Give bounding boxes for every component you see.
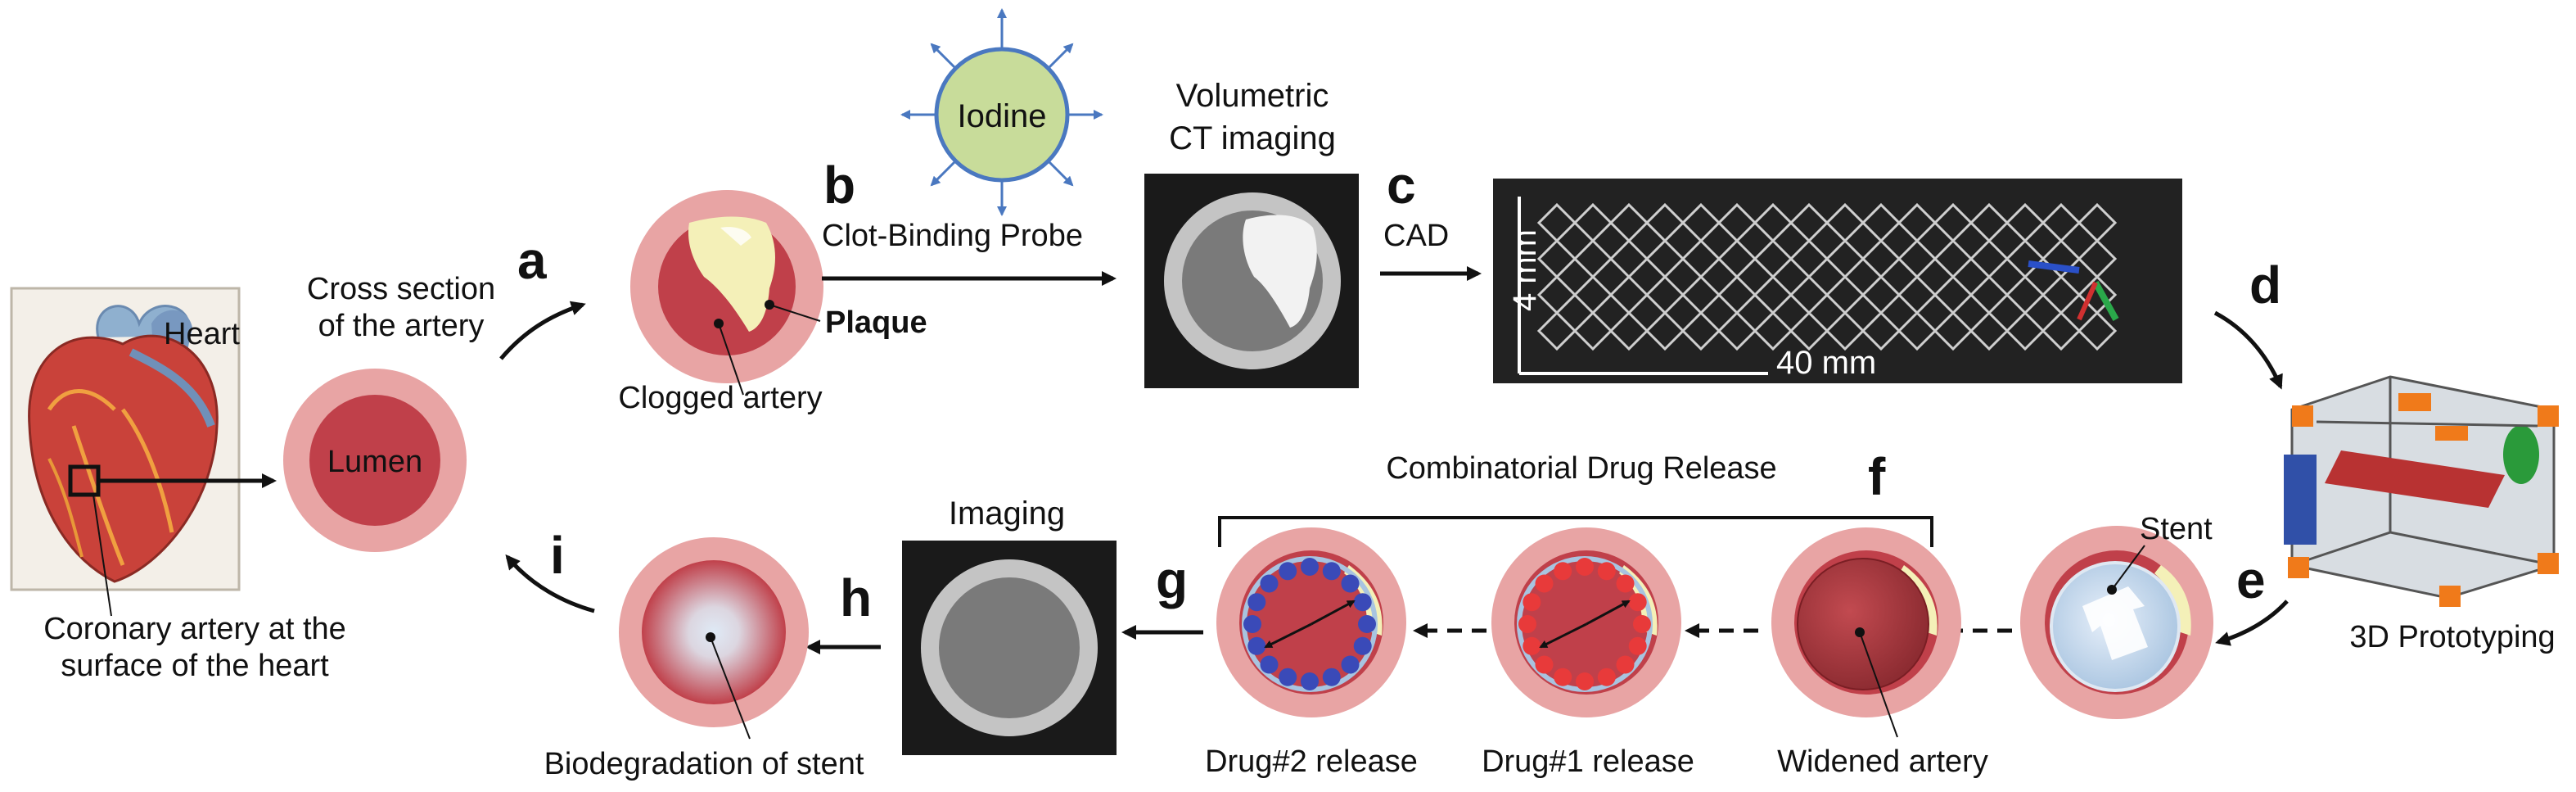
cad-height-dimension: 4 mm	[1507, 229, 1543, 311]
step-d-letter: d	[2249, 256, 2281, 315]
drug2-particle	[1322, 668, 1341, 686]
arrow-e	[2215, 600, 2289, 646]
heart-caption-line2: surface of the heart	[61, 649, 329, 683]
step-h-letter: h	[840, 568, 872, 627]
drug1-particle	[1554, 668, 1572, 686]
drug1-particle	[1523, 593, 1541, 612]
step-a-line1: Cross section	[307, 272, 495, 306]
drug1-caption: Drug#1 release	[1482, 744, 1694, 779]
step-f-letter: f	[1868, 447, 1886, 506]
biodegradation-cross-section	[619, 537, 809, 740]
3d-printer-illustration	[2284, 375, 2559, 607]
drug1-release-cross-section	[1491, 527, 1681, 717]
stent-deployed-cross-section	[2020, 526, 2213, 719]
drug1-particle	[1518, 615, 1536, 633]
drug1-particle	[1597, 668, 1616, 686]
drug2-particle	[1243, 615, 1261, 633]
drug2-particle	[1260, 574, 1279, 593]
drug1-particle	[1554, 562, 1572, 581]
cad-stent-model	[1493, 179, 2182, 383]
printer-caption: 3D Prototyping	[2349, 620, 2555, 654]
step-i-letter: i	[550, 526, 565, 585]
drug2-particle	[1358, 615, 1376, 633]
drug2-particle	[1247, 636, 1266, 655]
imaging-title: Imaging	[949, 496, 1065, 532]
drug2-particle	[1353, 636, 1372, 655]
arrow-d	[2213, 310, 2283, 390]
drug2-release-cross-section	[1216, 527, 1406, 717]
coronary-leader-line	[92, 494, 112, 617]
lumen-label: Lumen	[327, 445, 422, 479]
combinatorial-bracket	[1218, 516, 1933, 547]
drug2-particle	[1247, 593, 1266, 612]
step-b-label: Clot-Binding Probe	[822, 219, 1083, 253]
drug2-particle	[1260, 655, 1279, 674]
drug2-particle	[1341, 655, 1360, 674]
heart-label: Heart	[164, 317, 240, 351]
cad-length-dimension: 40 mm	[1776, 345, 1876, 381]
drug1-particle	[1616, 655, 1635, 674]
stent-label: Stent	[2140, 512, 2213, 546]
widened-artery-cross-section	[1771, 527, 1961, 738]
plaque-label: Plaque	[825, 305, 927, 340]
drug2-particle	[1301, 672, 1319, 690]
step-a-letter: a	[517, 231, 547, 290]
ct-image-panel	[1144, 174, 1359, 388]
drug1-particle	[1628, 593, 1647, 612]
drug2-particle	[1301, 558, 1319, 576]
iodine-label: Iodine	[958, 98, 1047, 134]
iodine-probe: Iodine	[900, 8, 1103, 216]
drug2-particle	[1353, 593, 1372, 612]
combinatorial-title: Combinatorial Drug Release	[1386, 451, 1776, 486]
heart-caption-line1: Coronary artery at the	[43, 612, 346, 646]
drug2-caption: Drug#2 release	[1205, 744, 1418, 779]
stent-lattice-mesh	[1536, 202, 2118, 351]
heart-illustration: Heart	[10, 287, 277, 617]
drug1-particle	[1523, 636, 1541, 655]
widened-caption: Widened artery	[1777, 744, 1988, 779]
step-b-letter: b	[823, 156, 855, 215]
arrow-i	[505, 554, 595, 613]
step-c-letter: c	[1387, 156, 1416, 215]
biodeg-caption: Biodegradation of stent	[544, 747, 864, 781]
drug2-particle	[1322, 562, 1341, 581]
step-a-line2: of the artery	[318, 309, 485, 343]
drug2-particle	[1341, 574, 1360, 593]
clogged-artery	[630, 190, 823, 396]
drug1-particle	[1633, 615, 1651, 633]
drug1-particle	[1576, 558, 1594, 576]
step-c-label: CAD	[1383, 219, 1449, 253]
step-g-letter: g	[1156, 550, 1188, 609]
lumen-cross-section: Lumen	[283, 369, 467, 552]
drug1-particle	[1576, 672, 1594, 690]
arrow-a	[499, 301, 586, 360]
drug1-particle	[1535, 574, 1554, 593]
drug1-particle	[1628, 636, 1647, 655]
step-e-letter: e	[2236, 550, 2266, 609]
ct-title-line1: Volumetric	[1176, 78, 1329, 114]
clogged-caption: Clogged artery	[618, 381, 822, 415]
drug2-particle	[1279, 668, 1297, 686]
imaging-panel	[902, 541, 1117, 755]
ct-title-line2: CT imaging	[1169, 120, 1336, 156]
drug1-particle	[1597, 562, 1616, 581]
drug1-particle	[1535, 655, 1554, 674]
drug1-particle	[1616, 574, 1635, 593]
drug2-particle	[1279, 562, 1297, 581]
